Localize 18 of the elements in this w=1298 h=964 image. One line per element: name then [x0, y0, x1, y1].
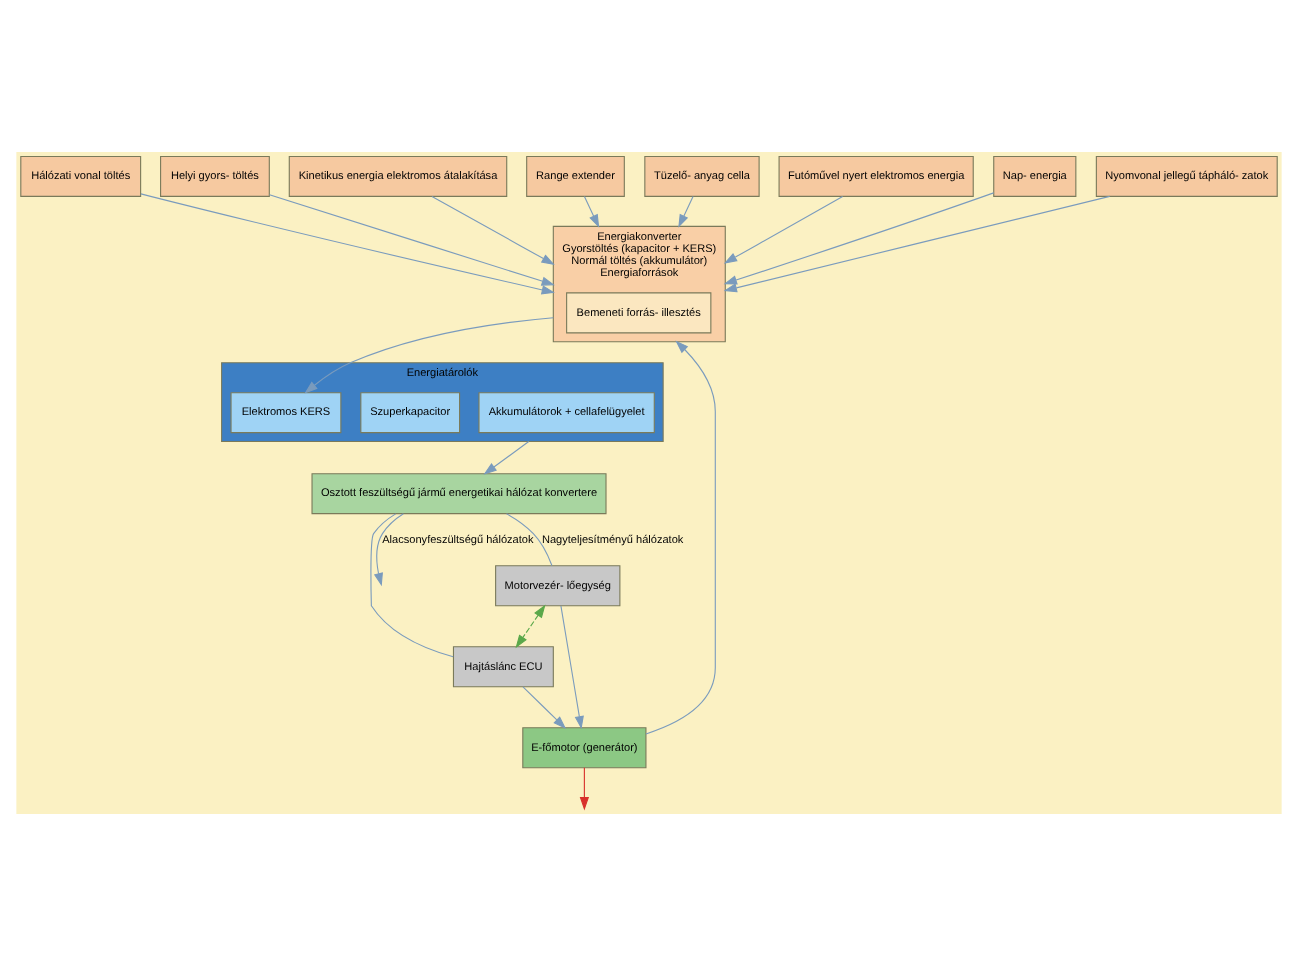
connector — [506, 512, 553, 565]
connector — [370, 512, 454, 657]
arrow — [373, 512, 404, 586]
arrow — [522, 685, 567, 728]
arrow — [140, 192, 555, 294]
arrow — [304, 316, 554, 393]
arrow — [431, 194, 555, 264]
arrow — [268, 193, 555, 285]
arrow — [723, 194, 1111, 292]
arrow — [515, 603, 546, 648]
arrow — [723, 194, 844, 263]
arrow — [579, 766, 590, 810]
arrow — [678, 194, 694, 227]
arrow — [583, 194, 600, 227]
arrow — [645, 339, 716, 734]
arrow — [483, 440, 530, 474]
arrow — [560, 604, 584, 729]
arrow — [723, 191, 995, 284]
